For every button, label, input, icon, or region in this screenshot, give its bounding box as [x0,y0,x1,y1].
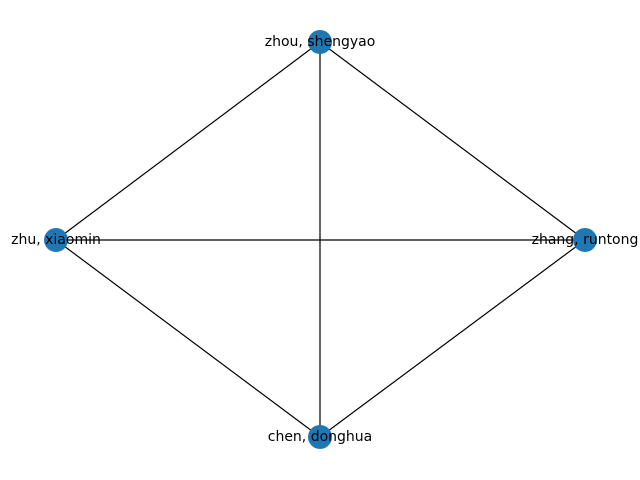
node-zhou [308,30,332,54]
edge-layer [55,41,586,438]
node-layer [44,30,597,449]
node-chen [308,425,332,449]
node-label-zhu: zhu, xiaomin [11,232,101,248]
label-layer: zhou, shengyao zhu, xiaomin zhang, runtong… [11,34,638,445]
edge-zhou-zhu [55,41,321,241]
edge-zhu-chen [55,239,321,438]
edge-zhou-zhang [319,41,586,241]
node-zhang [573,228,597,252]
node-zhu [44,228,68,252]
node-label-chen: chen, donghua [268,429,373,445]
edge-zhang-chen [319,239,586,438]
node-label-zhou: zhou, shengyao [265,34,376,50]
node-label-zhang: zhang, runtong [532,232,639,248]
